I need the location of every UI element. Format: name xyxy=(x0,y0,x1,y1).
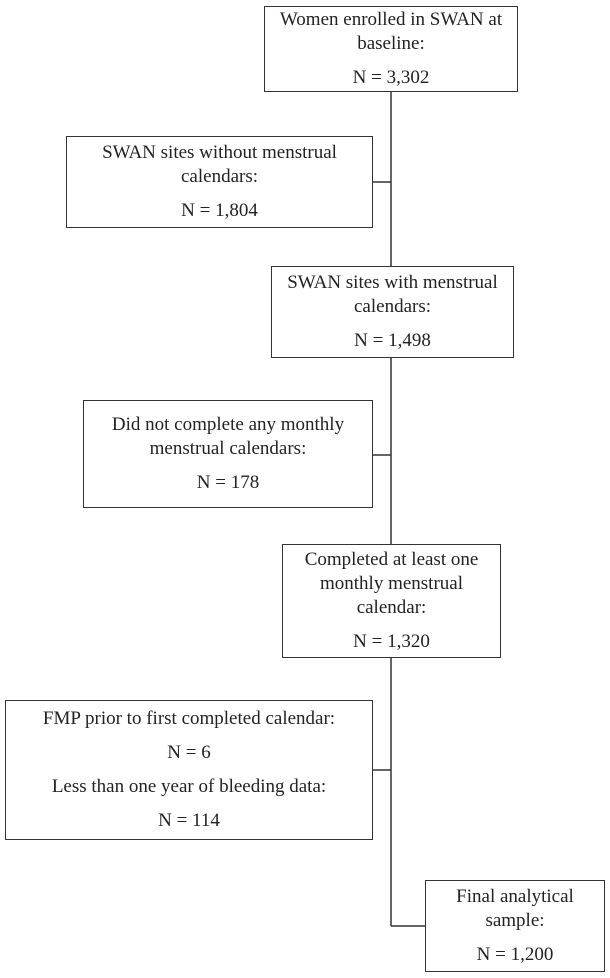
final-count: N = 1,200 xyxy=(476,944,554,965)
box-enrolled: Women enrolled in SWAN at baseline: N = … xyxy=(264,6,518,92)
box-final-sample: Final analytical sample: N = 1,200 xyxy=(425,880,605,972)
none-count: N = 178 xyxy=(196,472,260,493)
completed-label-2: monthly menstrual xyxy=(319,573,463,594)
box-with-calendars: SWAN sites with menstrual calendars: N =… xyxy=(271,266,514,358)
box-no-calendars-completed: Did not complete any monthly menstrual c… xyxy=(83,400,373,508)
completed-count: N = 1,320 xyxy=(353,631,430,652)
without-label-2: calendars: xyxy=(180,166,258,187)
completed-label-1: Completed at least one xyxy=(304,549,479,570)
with-label-1: SWAN sites with menstrual xyxy=(287,272,498,293)
without-count: N = 1,804 xyxy=(181,200,258,221)
none-label-2: menstrual calendars: xyxy=(149,438,307,459)
completed-label-3: calendar: xyxy=(356,597,427,618)
box-without-calendars: SWAN sites without menstrual calendars: … xyxy=(66,136,373,228)
with-count: N = 1,498 xyxy=(354,330,431,351)
with-label-2: calendars: xyxy=(353,296,431,317)
final-label-1: Final analytical xyxy=(456,886,574,907)
excluded-bleeding-count: N = 114 xyxy=(158,810,220,831)
enrolled-label-1: Women enrolled in SWAN at xyxy=(279,9,503,30)
excluded-fmp-count: N = 6 xyxy=(167,742,211,763)
none-label-1: Did not complete any monthly xyxy=(111,414,345,435)
excluded-fmp-label: FMP prior to first completed calendar: xyxy=(42,708,336,729)
box-completed-one: Completed at least one monthly menstrual… xyxy=(282,544,501,658)
final-label-2: sample: xyxy=(485,910,545,931)
enrolled-label-2: baseline: xyxy=(357,33,425,54)
enrolled-count: N = 3,302 xyxy=(352,67,430,88)
box-exclusions: FMP prior to first completed calendar: N… xyxy=(5,700,373,840)
excluded-bleeding-label: Less than one year of bleeding data: xyxy=(51,776,327,797)
without-label-1: SWAN sites without menstrual xyxy=(102,142,337,163)
